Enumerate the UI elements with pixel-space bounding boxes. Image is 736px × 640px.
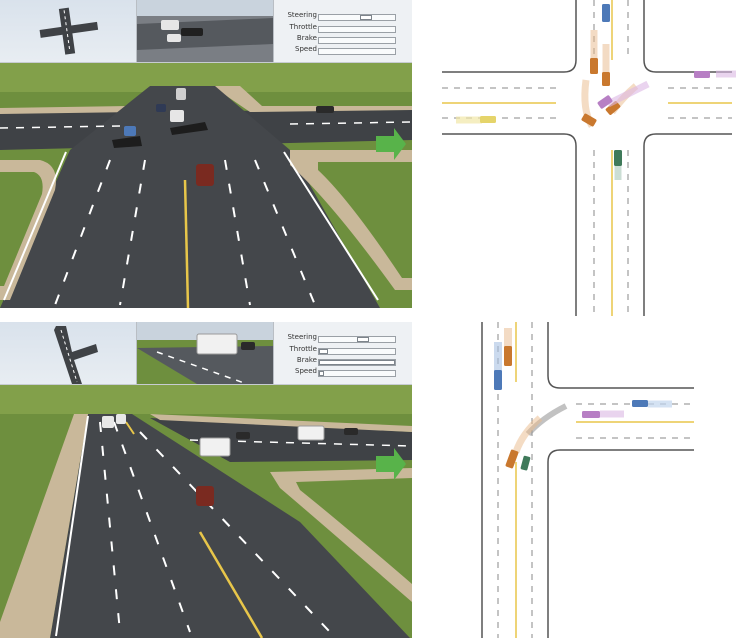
gauge-label: Steering (287, 333, 317, 341)
road-edges (481, 322, 694, 638)
gauge-track (318, 359, 396, 366)
vehicle-white-1 (102, 416, 114, 428)
ego-car (196, 486, 214, 506)
vehicle-cross-2 (344, 428, 358, 435)
turn-arrow-icon (376, 128, 406, 160)
main-road (50, 414, 410, 638)
gauge-fill (360, 15, 373, 20)
gauge-track (318, 14, 396, 21)
gauge-label: Speed (295, 45, 317, 53)
center-line-far (125, 421, 135, 435)
edge-line-left (55, 415, 89, 637)
topdown-map-t-junction (436, 322, 736, 638)
grass-island-left (0, 172, 43, 286)
vehicle-orange-2 (505, 449, 519, 469)
gauge-label: Throttle (289, 345, 317, 353)
gauge-track (318, 370, 396, 377)
gauge-track (318, 336, 396, 343)
control-panel-bottom: Steering Throttle Brake Speed (274, 322, 412, 384)
gauge-brake: Brake (274, 34, 412, 45)
gauge-speed: Speed (274, 367, 412, 378)
sidewalk-left (0, 414, 88, 638)
lane-dashes (54, 159, 316, 306)
sidewalk-cross-far (150, 414, 412, 432)
simulator-view-bottom: Steering Throttle Brake Speed (0, 322, 412, 638)
camera-view-bottom (137, 322, 274, 384)
vehicle-yellow (480, 116, 496, 123)
control-panel-top: Steering Throttle Brake Speed (274, 0, 412, 62)
vehicle-far (176, 88, 186, 100)
camera-scene-top (137, 0, 273, 62)
gauge-throttle: Throttle (274, 345, 412, 356)
gauge-track (318, 26, 396, 33)
minimap-icon (39, 7, 99, 55)
vehicle-orange-1 (590, 58, 598, 74)
edge-line-right (283, 151, 379, 301)
vehicle-dark (156, 104, 166, 112)
road-edges (442, 0, 732, 316)
hud-bar-bottom: Steering Throttle Brake Speed (0, 322, 412, 385)
truck-white-1 (199, 437, 231, 457)
trail-purple (606, 80, 650, 108)
vehicle-green (520, 455, 531, 471)
minimap-top (0, 0, 137, 62)
gauge-steering: Steering (274, 333, 412, 344)
gauge-label: Throttle (289, 23, 317, 31)
gauge-track (318, 348, 396, 355)
gauge-steering: Steering (274, 11, 412, 22)
minimap-bottom (0, 322, 137, 384)
camera-scene-bottom (137, 322, 273, 384)
camera-view-top (137, 0, 274, 62)
distant-field (0, 384, 412, 414)
minimap-icon (54, 326, 98, 384)
gauge-label: Brake (296, 356, 317, 364)
vehicle-orange-1 (504, 346, 512, 366)
vehicle-blue (124, 126, 136, 136)
vehicle-green (614, 150, 622, 166)
gauge-fill (319, 349, 329, 354)
gauge-track (318, 37, 396, 44)
center-line (183, 179, 190, 308)
gauge-speed: Speed (274, 45, 412, 56)
gauge-fill (357, 337, 370, 342)
gauge-throttle: Throttle (274, 23, 412, 34)
gauge-track (318, 48, 396, 55)
vehicle-blue-1 (494, 370, 502, 390)
vehicle-white-2 (116, 414, 126, 424)
gauge-label: Speed (295, 367, 317, 375)
gauge-fill (319, 360, 395, 365)
center-line (198, 531, 264, 638)
turn-arrow-icon (376, 448, 406, 480)
truck-white-2 (297, 425, 325, 441)
lane-dashes (99, 421, 331, 633)
vehicle-white (170, 110, 184, 122)
gauge-fill (319, 371, 324, 376)
vehicle-black-2 (112, 136, 142, 148)
ego-car (196, 164, 214, 186)
vehicle-cross (316, 106, 334, 113)
vehicle-orange-2 (602, 72, 610, 86)
simulator-view-top: Steering Throttle Brake Speed (0, 0, 412, 308)
vehicle-purple-1 (597, 95, 613, 109)
vehicle-orange-4 (605, 101, 621, 115)
sidewalk-far-right (212, 86, 412, 112)
grass-island-right (318, 162, 412, 278)
grass-island-right (296, 478, 412, 584)
cross-lane-dashes (0, 121, 412, 129)
vehicle-black-1 (170, 122, 208, 135)
hud-bar-top: Steering Throttle Brake Speed (0, 0, 412, 63)
vehicle-orange-3 (581, 113, 597, 127)
vehicle-cross-1 (236, 432, 250, 439)
edge-line-left (3, 151, 67, 301)
vehicle-blue (602, 4, 610, 22)
gauge-label: Steering (287, 11, 317, 19)
vehicle-purple-2 (694, 71, 710, 78)
topdown-map-crossroads (436, 0, 736, 316)
vehicle-purple (582, 411, 600, 418)
gauge-brake: Brake (274, 356, 412, 367)
vehicle-blue-2 (632, 400, 648, 407)
gauge-label: Brake (296, 34, 317, 42)
trail-orange-2 (512, 415, 543, 454)
main-road (0, 86, 380, 308)
